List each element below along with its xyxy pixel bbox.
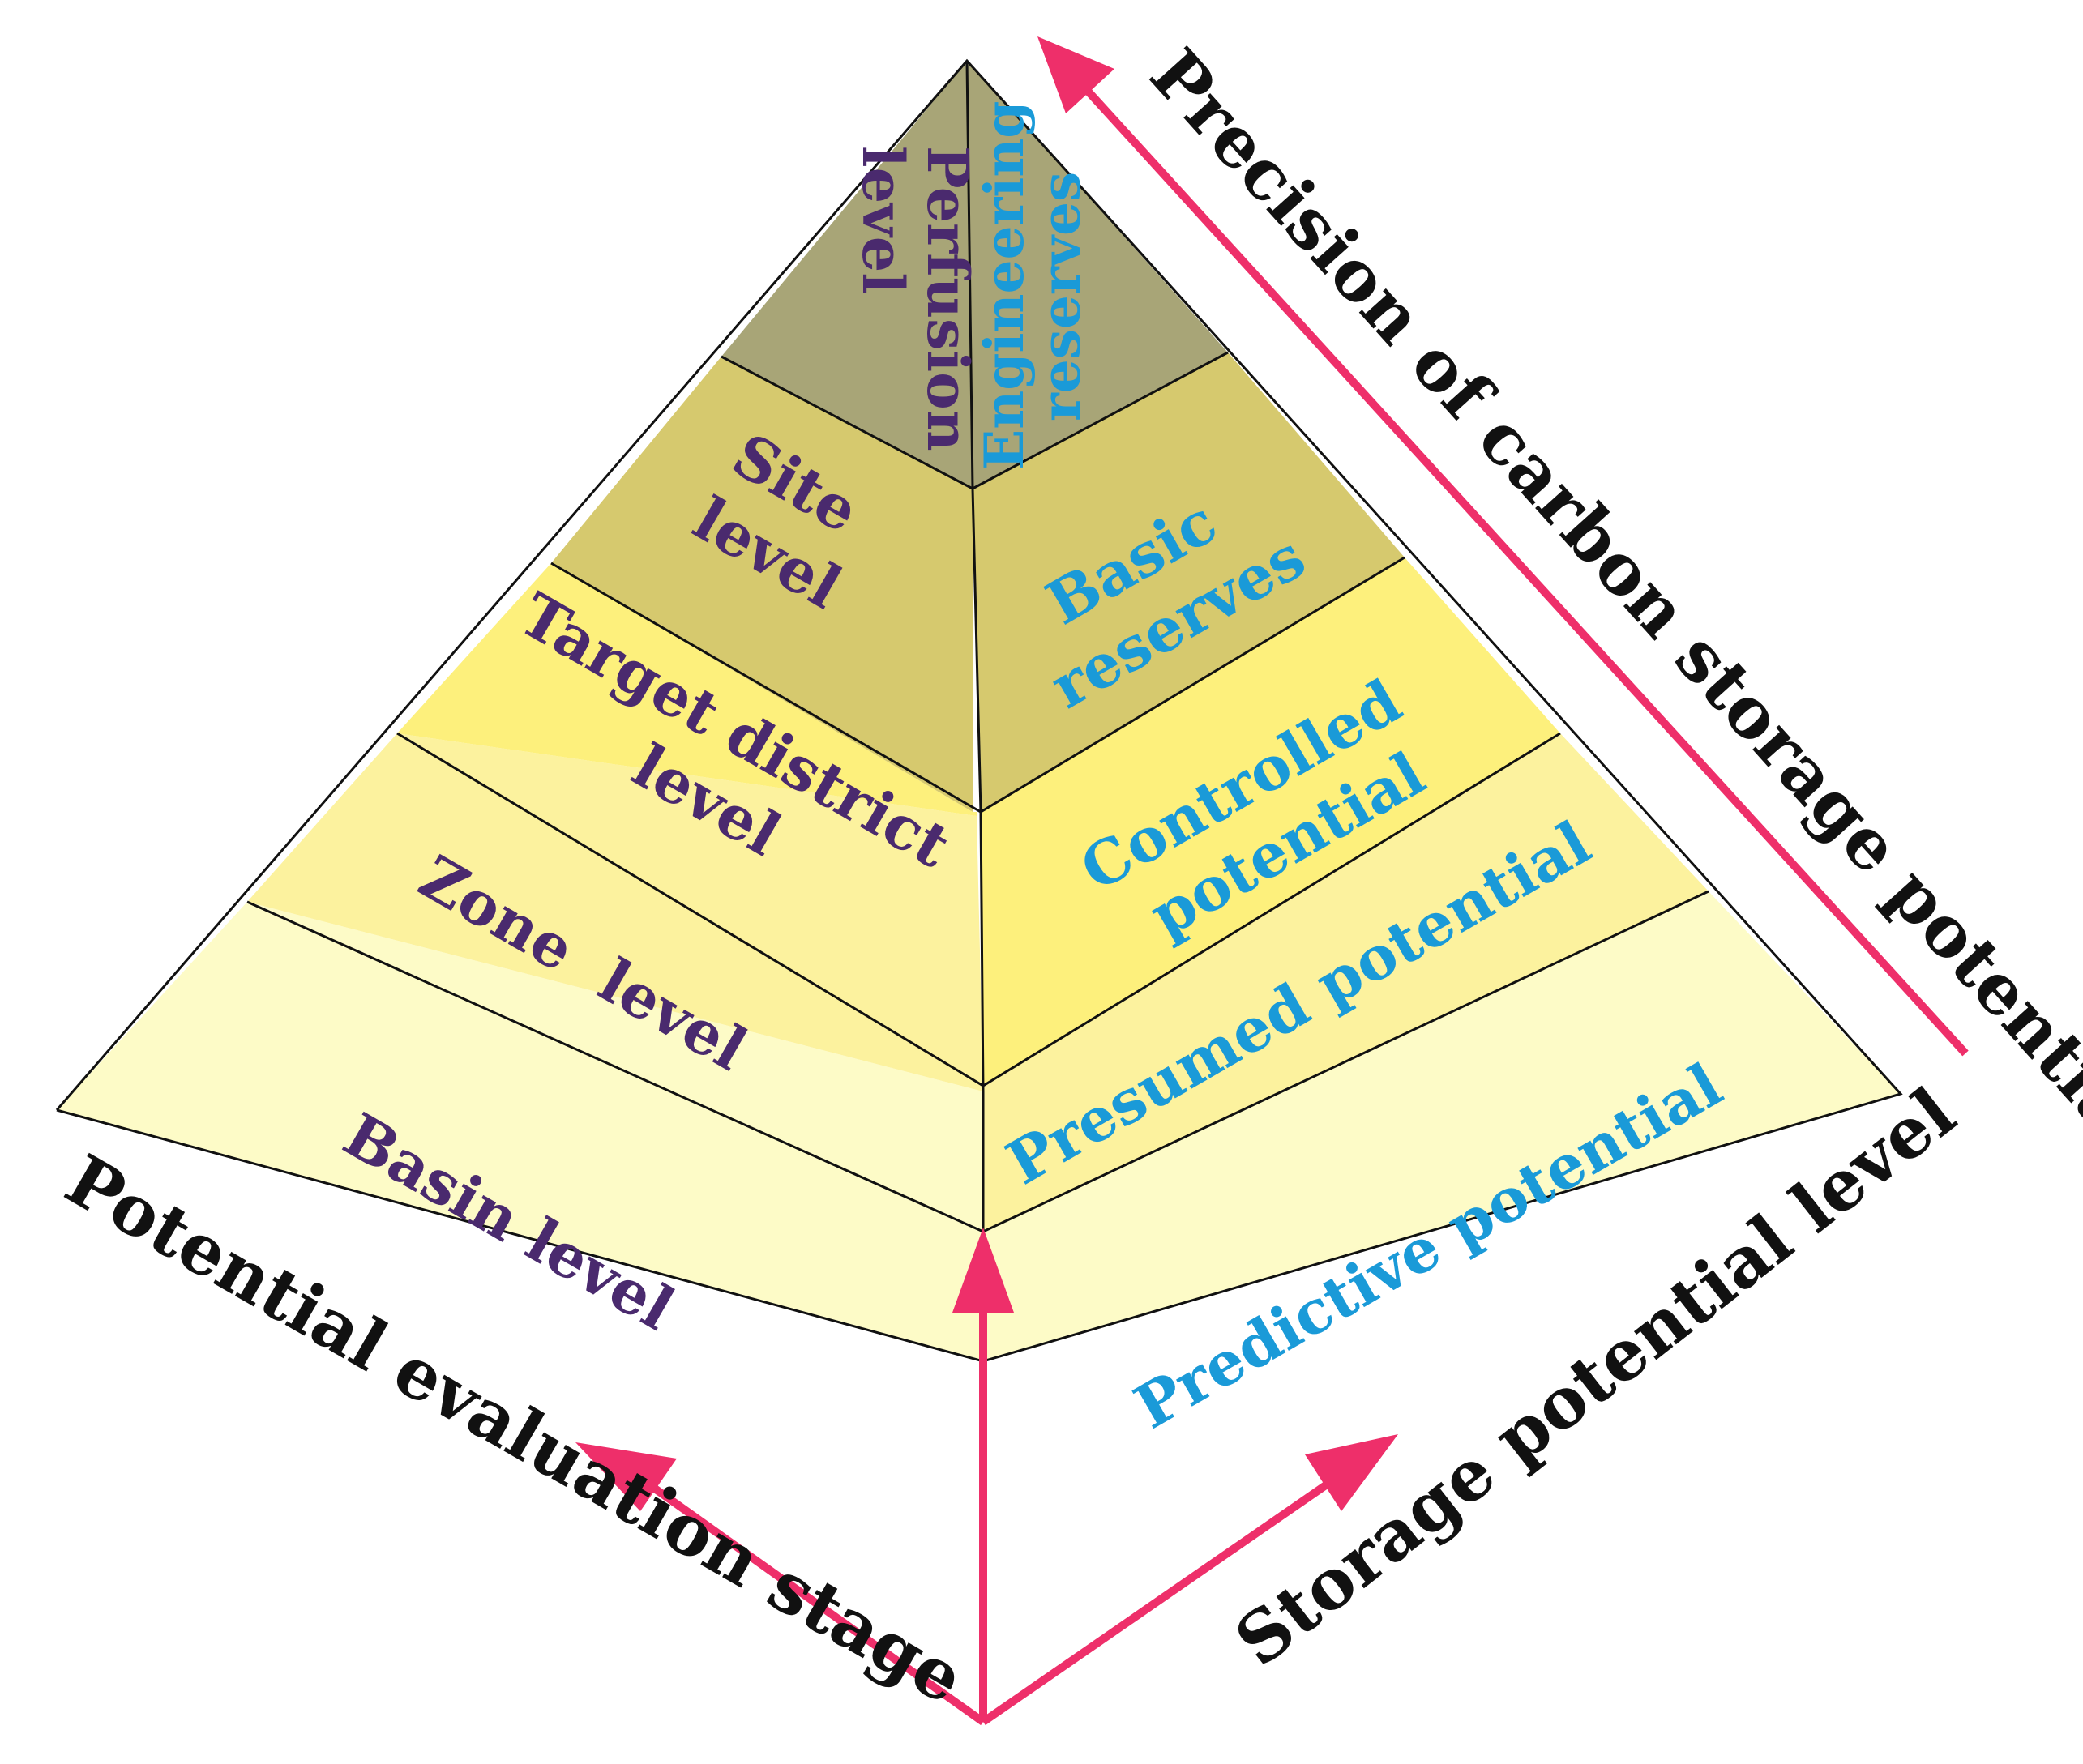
- arrow-left: [650, 1483, 986, 1726]
- label-perfusion-level: Perfusion level: [849, 146, 982, 471]
- tier-face-basin-right: [983, 891, 1901, 1361]
- arrow-right: [981, 1479, 1332, 1726]
- arrow-vertical-head: [952, 1228, 1014, 1313]
- tier-face-top-right: [967, 61, 1228, 489]
- divider-2: [550, 556, 1405, 814]
- divider-3: [396, 732, 1561, 1087]
- tier-face-target-right: [981, 557, 1560, 1086]
- tier-face-site-right: [973, 352, 1405, 812]
- arrow-precision: [1083, 86, 1969, 1057]
- arrow-precision-head: [1037, 36, 1114, 113]
- tier-face-zone-left: [247, 733, 983, 1091]
- arrow-right-head: [1305, 1434, 1398, 1511]
- divider-1: [721, 351, 1229, 490]
- label-engineering-reserves: Engineering reserves: [973, 83, 1093, 470]
- tier-face-basin-left: [57, 902, 983, 1361]
- tier-face-zone-right: [983, 733, 1709, 1232]
- tier-face-site-left: [551, 357, 973, 812]
- pyramid-outline: [55, 58, 1903, 1363]
- arrow-left-head: [575, 1442, 677, 1511]
- tier-face-target-left: [397, 563, 977, 816]
- tier-face-top-left: [721, 61, 973, 489]
